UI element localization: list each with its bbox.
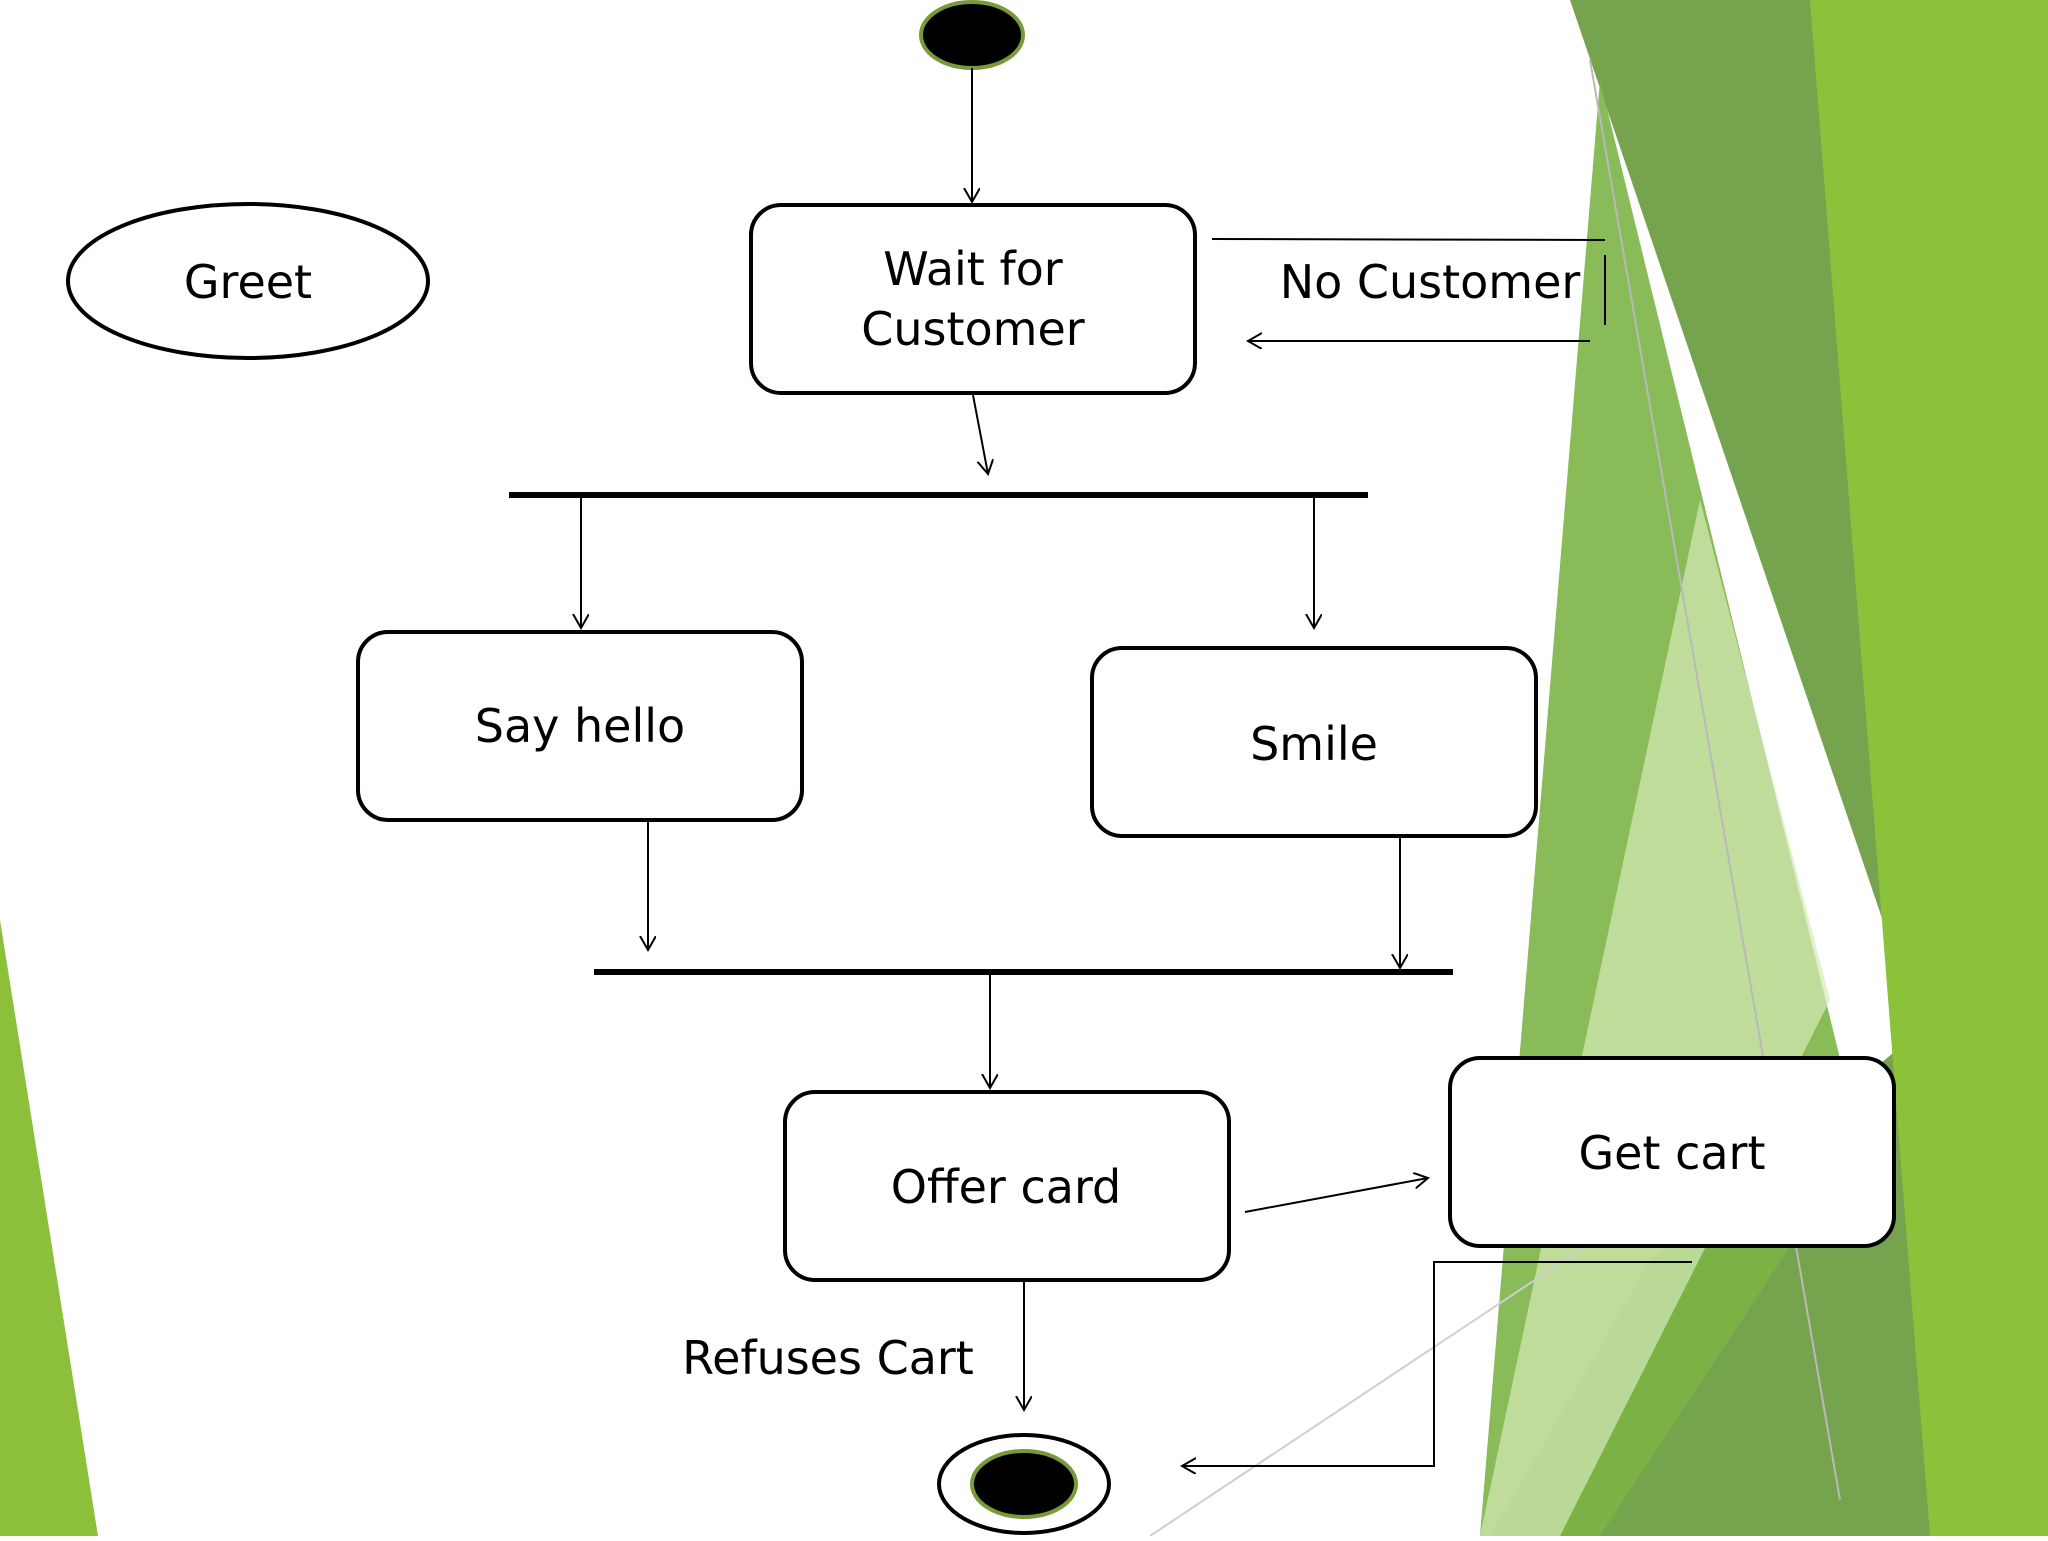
get-cart-to-end-arrow [1182,1261,1692,1466]
background-thin-line-2 [1149,1229,1611,1537]
smile-node [1090,646,1538,838]
greet-label: Greet [184,255,312,309]
left-green-sliver [0,920,98,1536]
right-green-shape-light [1810,0,2048,1536]
no-customer-label: No Customer [1280,255,1581,309]
offer-card-label: Offer card [891,1160,1122,1214]
say-hello-node [356,630,804,822]
get-cart-label: Get cart [1578,1126,1765,1180]
end-node-core [970,1449,1078,1519]
background-thin-line [1589,59,1841,1501]
offer-card-node [783,1090,1231,1282]
wait-for-customer-label-line1: Wait for [883,242,1063,296]
no-customer-loop-top [1211,238,1606,241]
wait-for-customer-node [749,203,1197,395]
say-hello-label: Say hello [475,699,685,753]
offer-card-to-get-cart-arrow [1244,1178,1428,1213]
wait-to-fork-arrow [972,394,988,474]
greet-ellipse [66,202,430,360]
refuses-cart-label: Refuses Cart [682,1331,974,1385]
smile-label: Smile [1250,717,1378,771]
start-node [919,0,1025,70]
get-cart-node [1448,1056,1896,1248]
right-pale-shape [1480,500,1830,1536]
wait-for-customer-label-line2: Customer [861,302,1085,356]
